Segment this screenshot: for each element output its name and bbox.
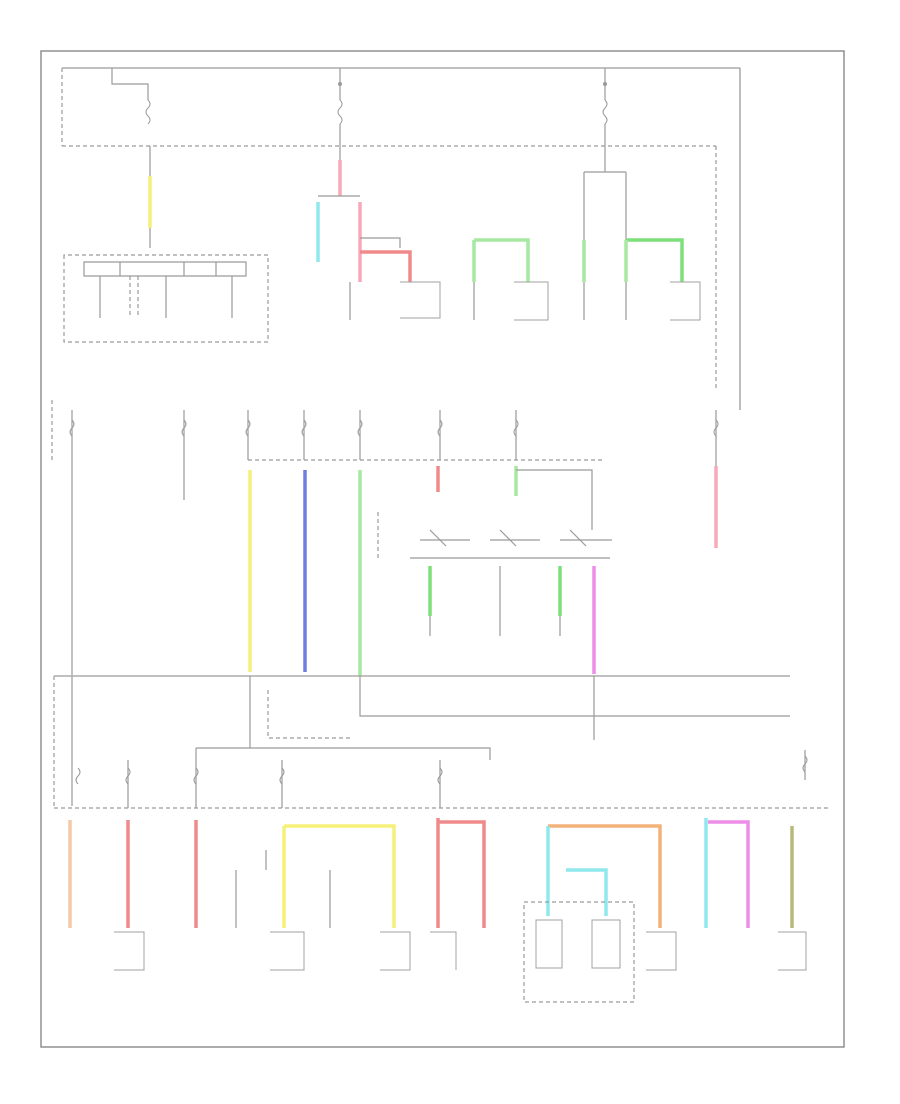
component-box	[514, 281, 549, 321]
branch-wires	[583, 172, 627, 240]
bottom-components	[114, 901, 807, 1003]
middle-fuse-row	[51, 400, 719, 470]
component-box	[270, 931, 305, 971]
fuse-symbol	[602, 99, 608, 125]
component-box	[778, 931, 807, 971]
switch-taps	[119, 262, 217, 276]
branch-wire	[360, 237, 401, 248]
middle-colored-wires	[71, 466, 718, 676]
output-wires	[473, 282, 627, 320]
yellow-wire	[284, 824, 396, 928]
bottom-colored-wires	[68, 818, 794, 928]
green-wire	[626, 238, 684, 282]
red-wire	[438, 820, 486, 928]
center-top-circuit	[316, 124, 441, 320]
bottom-feed-wires	[127, 748, 806, 808]
red-wire	[360, 250, 412, 282]
ground-bus	[359, 676, 790, 717]
fuse-symbol	[337, 99, 343, 125]
orange-wire	[548, 824, 662, 928]
fuse-symbol	[145, 99, 151, 125]
switch-levers	[429, 529, 587, 547]
module-components	[535, 919, 621, 969]
bottom-distribution-bus	[196, 747, 491, 760]
diagram-frame	[40, 50, 845, 1048]
window-switch-assembly	[63, 254, 269, 343]
component-box	[400, 281, 441, 319]
bottom-fuse-symbols	[75, 755, 808, 785]
component-box	[646, 931, 677, 971]
dashed-module	[523, 901, 635, 1003]
fuse-feed-wire	[111, 68, 149, 100]
cyan-wire	[566, 868, 608, 916]
green-wire	[474, 238, 530, 282]
right-top-circuit	[472, 124, 701, 321]
top-fuse-panel	[61, 67, 741, 410]
magenta-wire	[708, 820, 750, 928]
bottom-fuse-row	[54, 748, 830, 809]
junction-block	[53, 675, 790, 808]
component-box	[430, 931, 457, 970]
switch-outputs	[99, 276, 233, 318]
wire	[516, 469, 593, 530]
switch-bus	[83, 261, 247, 277]
component-box	[380, 931, 411, 971]
component-box	[114, 931, 145, 971]
accessory-circuit	[63, 146, 269, 343]
component-box	[670, 281, 701, 321]
junction-dashed-section	[267, 690, 350, 739]
fuse-feed-wires	[71, 410, 717, 470]
switch-links	[129, 276, 139, 318]
gray-wires	[235, 850, 331, 928]
fuse-symbols	[69, 419, 719, 437]
ground-wires	[429, 616, 561, 636]
